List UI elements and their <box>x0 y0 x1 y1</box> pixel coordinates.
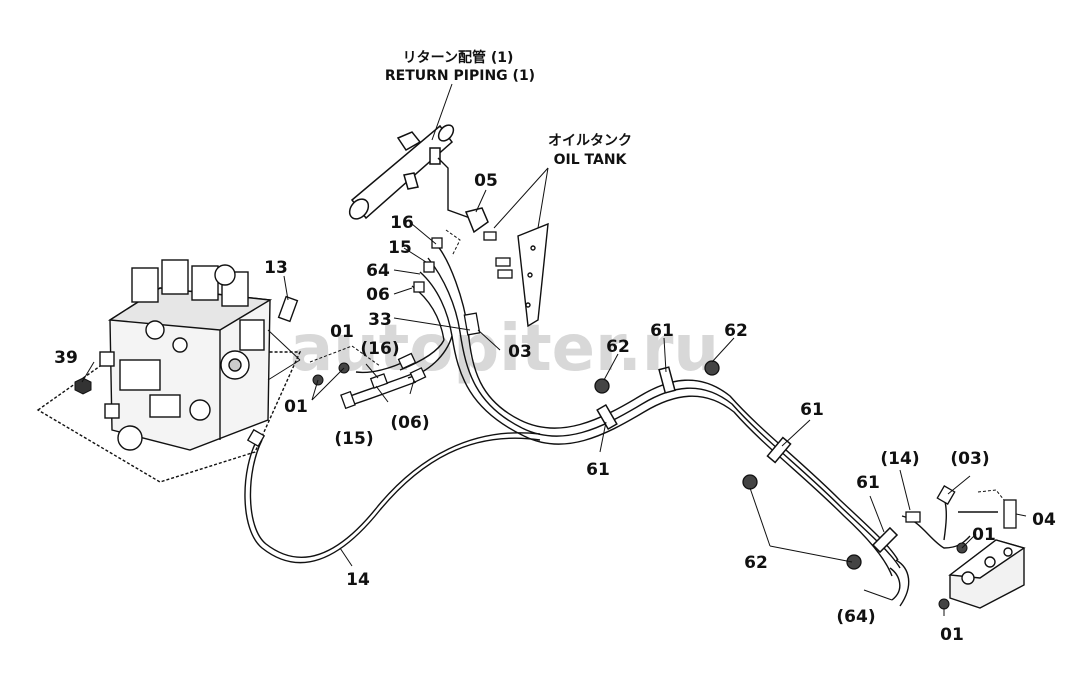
label-61-b: 61 <box>586 460 610 480</box>
label-01-b: 01 <box>284 397 308 417</box>
control-valve-assembly <box>36 259 302 483</box>
label-15: 15 <box>388 238 412 258</box>
label-16: 16 <box>390 213 414 233</box>
plug-39 <box>74 377 92 395</box>
label-14: 14 <box>346 570 370 590</box>
valve-port <box>189 399 211 421</box>
return-piping-pipe <box>348 124 455 220</box>
label-64-paren: (64) <box>836 607 875 627</box>
label-01-c: 01 <box>972 525 996 545</box>
label-14-paren: (14) <box>880 449 919 469</box>
label-15-paren: (15) <box>334 429 373 449</box>
tank-fittings <box>483 231 513 279</box>
hose-bundle <box>244 243 998 607</box>
valve-block <box>149 394 181 418</box>
label-62-b: 62 <box>724 321 748 341</box>
label-03: 03 <box>508 342 532 362</box>
valve-port <box>172 337 188 353</box>
label-62-c: 62 <box>744 553 768 573</box>
label-16-paren: (16) <box>360 339 399 359</box>
return-hose <box>437 157 471 219</box>
valve-plug <box>99 351 115 367</box>
spool-cap <box>161 259 189 295</box>
leader-lines <box>81 83 1027 616</box>
label-06-paren: (06) <box>390 413 429 433</box>
valve-plug <box>104 403 120 419</box>
caption-return-jp: リターン配管 (1) <box>403 49 514 66</box>
fitting-13 <box>277 295 299 323</box>
bolts-62 <box>594 360 862 570</box>
label-06: 06 <box>366 285 390 305</box>
spool-cap <box>131 267 159 303</box>
label-01-a: 01 <box>330 322 354 342</box>
label-13: 13 <box>264 258 288 278</box>
elbow-fitting-05 <box>464 207 489 234</box>
label-04: 04 <box>1032 510 1056 530</box>
valve-port <box>117 425 143 451</box>
valve-port <box>145 320 165 340</box>
valve-port <box>214 264 236 286</box>
label-64: 64 <box>366 261 390 281</box>
label-39: 39 <box>54 348 78 368</box>
valve-port <box>228 358 242 372</box>
washers-01 <box>312 362 968 610</box>
label-61-d: 61 <box>856 473 880 493</box>
label-03-paren: (03) <box>950 449 989 469</box>
label-61-a: 61 <box>650 321 674 341</box>
caption-tank-jp: オイルタンク <box>548 133 632 149</box>
caption-return-en: RETURN PIPING (1) <box>385 68 535 84</box>
valve-block <box>239 319 265 351</box>
watermark: autopiter.ru <box>290 312 719 386</box>
valve-base-plate <box>36 351 302 483</box>
distribution-block <box>948 539 1026 609</box>
label-33: 33 <box>368 310 392 330</box>
oil-tank-flange <box>517 222 549 328</box>
spool-cap <box>191 265 219 301</box>
label-61-c: 61 <box>800 400 824 420</box>
caption-tank-en: OIL TANK <box>554 152 628 168</box>
label-01-d: 01 <box>940 625 964 645</box>
label-62-a: 62 <box>606 337 630 357</box>
valve-block <box>119 359 161 391</box>
label-05: 05 <box>474 171 498 191</box>
